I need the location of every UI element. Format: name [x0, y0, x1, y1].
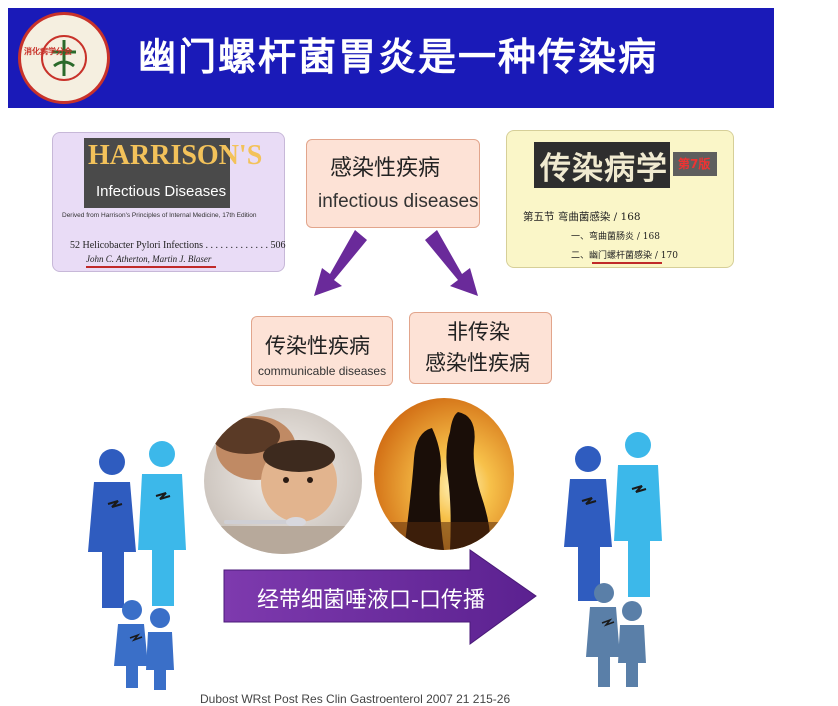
branch-arrows: [314, 230, 478, 296]
couple-kissing-photo: [374, 398, 514, 550]
harrison-underline: [86, 266, 216, 268]
harrison-derived-note: Derived from Harrison's Principles of In…: [62, 212, 257, 219]
edition-label: 第7版: [678, 157, 711, 171]
infectious-diseases-box: [306, 139, 480, 228]
harrison-subtitle: Infectious Diseases: [96, 183, 227, 200]
communicable-diseases-box: [251, 316, 393, 386]
edition-badge: [673, 152, 717, 176]
noncomm-label-line2: 感染性疾病: [425, 351, 530, 375]
citation-text: Dubost WRst Post Res Clin Gastroenterol …: [200, 692, 511, 706]
harrison-name: HARRISON'S: [88, 140, 263, 171]
communicable-cn-label: 传染性疾病: [265, 334, 370, 358]
toc-line: 二、幽门螺杆菌感染 / 170: [571, 251, 678, 261]
logo-text: 消化病学分会: [24, 47, 72, 56]
harrison-authors: John C. Atherton, Martin J. Blaser: [86, 254, 212, 264]
toc-line: 一、弯曲菌肠炎 / 168: [571, 232, 660, 242]
toc-underline: [592, 262, 662, 264]
harrison-cover: [84, 138, 230, 208]
textbook-cover: [534, 142, 670, 188]
transmission-label: 经带细菌唾液口-口传播: [257, 588, 485, 613]
down-right-arrow-icon: [425, 230, 478, 296]
infectious-en-label: infectious diseases: [318, 191, 479, 212]
toc-line: 第五节 弯曲菌感染 / 168: [523, 211, 641, 223]
harrison-chapter-line: 52 Helicobacter Pylori Infections . . . …: [70, 240, 286, 251]
transmission-arrow-icon: [223, 549, 537, 645]
noncomm-label-line1: 非传染: [447, 320, 510, 344]
communicable-en-label: communicable diseases: [258, 364, 387, 378]
logo-emblem-icon: [41, 35, 87, 81]
mother-feeding-child-photo: [204, 408, 362, 554]
infectious-cn-label: 感染性疾病: [330, 156, 441, 181]
family-right-icon: [564, 432, 662, 687]
textbook-title: 传染病学: [540, 151, 668, 187]
family-left-icon: [88, 441, 186, 690]
non-communicable-box: [409, 312, 552, 384]
down-left-arrow-icon: [314, 230, 367, 296]
title-bar: [8, 8, 774, 108]
slide-title: 幽门螺杆菌胃炎是一种传染病: [138, 35, 659, 79]
